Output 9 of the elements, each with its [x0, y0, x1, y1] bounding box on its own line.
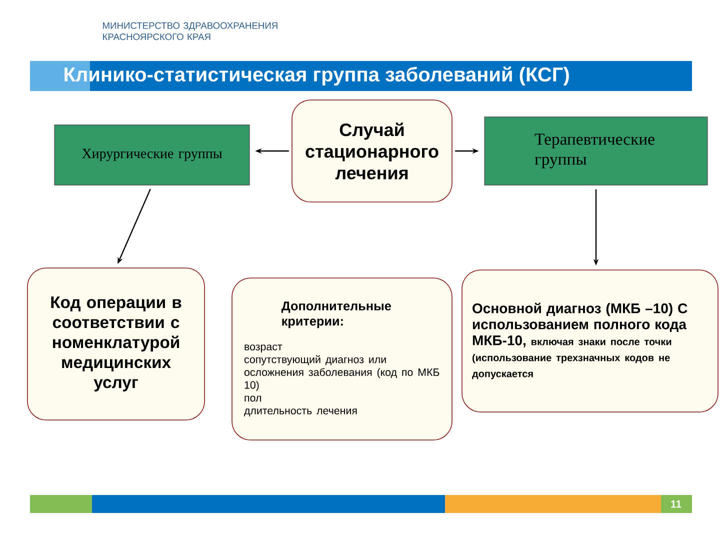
- group-box: Хирургические группы: [54, 124, 250, 186]
- rounded-box: Код операции в соответствии с номенклатурой медицинских услуг: [27, 268, 205, 420]
- rounded-box: Основной диагноз (МКБ –10) С использованием полного кода МКБ-10, включая знаки после точки (использование трехзначных кодов не допускается: [462, 270, 718, 412]
- rounded-box: Дополнительные критерии: возраст сопутствующий диагноз или осложнения заболевания (код по МКБ 10) пол длительность лечения: [232, 278, 452, 440]
- title-banner: Клинико-статистическая группа заболеваний (КСГ): [30, 61, 692, 91]
- group-box: Терапевтические группы: [484, 116, 708, 186]
- page-number: 11: [671, 500, 682, 508]
- header-text: МИНИСТЕРСТВО ЗДРАВООХРАНЕНИЯ КРАСНОЯРСКОГО КРАЯ: [103, 22, 278, 40]
- rounded-box: Случай стационарного лечения: [292, 100, 452, 202]
